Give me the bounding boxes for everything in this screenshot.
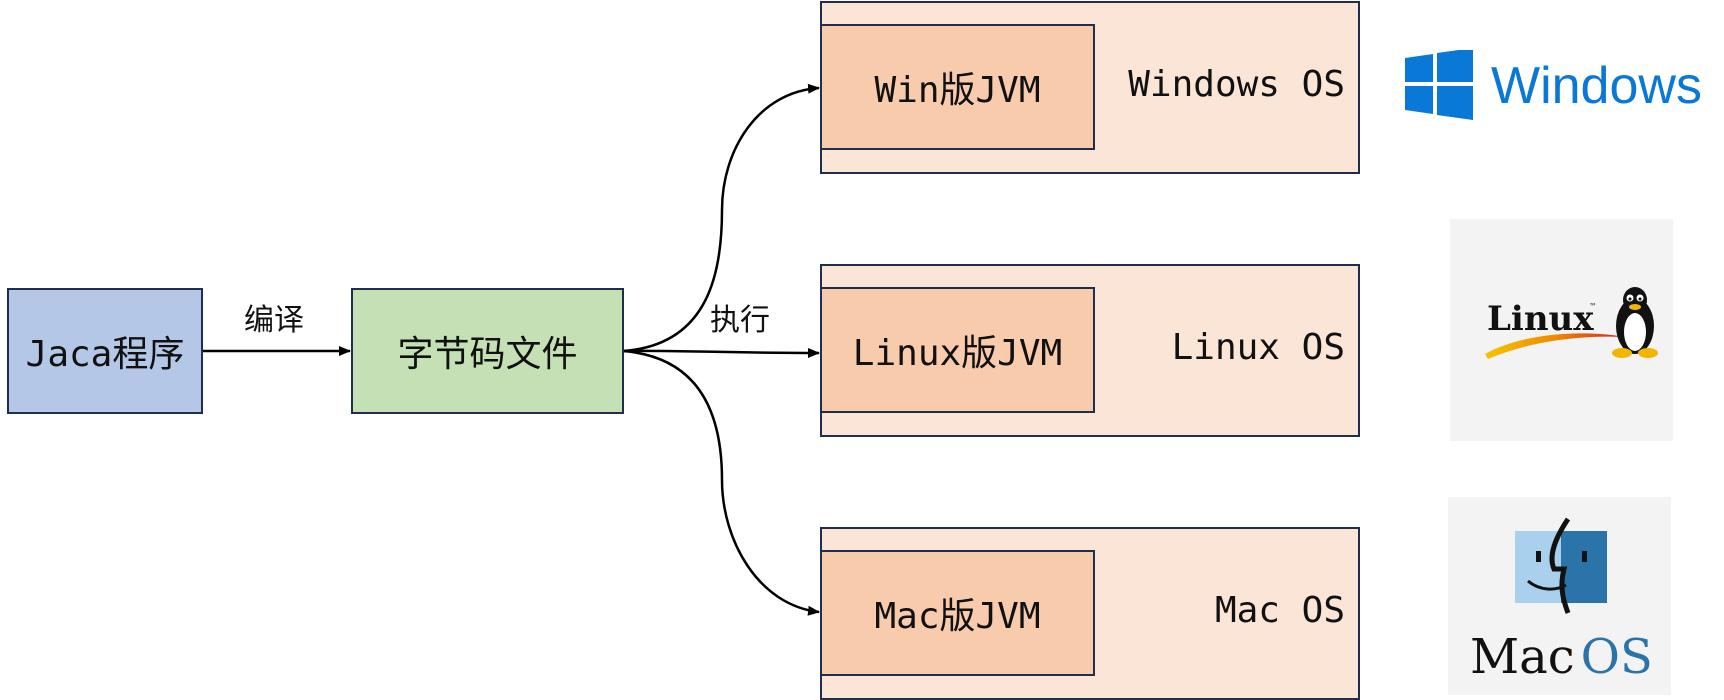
linux-logo: Linux ™ — [1485, 287, 1658, 359]
linux-jvm-label: Linux版JVM — [852, 333, 1063, 374]
windows-logo-text: Windows — [1491, 57, 1702, 115]
bytecode-file-label: 字节码文件 — [397, 334, 578, 375]
windows-jvm-box: Win版JVM — [820, 24, 1095, 150]
linux-logo-text: Linux — [1487, 299, 1594, 339]
execute-arrow-windows — [622, 83, 820, 353]
windows-logo: Windows — [1405, 50, 1702, 120]
bytecode-file-node: 字节码文件 — [351, 288, 624, 414]
source-program-node: Jaca程序 — [7, 288, 203, 414]
linux-jvm-box: Linux版JVM — [820, 287, 1095, 413]
mac-jvm-box: Mac版JVM — [820, 550, 1095, 676]
execute-arrow-linux — [622, 347, 820, 358]
execute-label: 执行 — [710, 303, 770, 338]
windows-os-label: Windows OS — [1128, 64, 1345, 105]
tux-penguin — [1612, 287, 1658, 358]
source-program-label: Jaca程序 — [25, 334, 185, 375]
mac-jvm-label: Mac版JVM — [874, 596, 1041, 637]
linux-os-label: Linux OS — [1171, 327, 1345, 368]
svg-text:™: ™ — [1589, 302, 1597, 311]
compile-label: 编译 — [244, 303, 304, 338]
mac-os-label: Mac OS — [1214, 590, 1345, 631]
windows-jvm-label: Win版JVM — [874, 70, 1041, 111]
execute-arrow-mac — [622, 349, 820, 616]
